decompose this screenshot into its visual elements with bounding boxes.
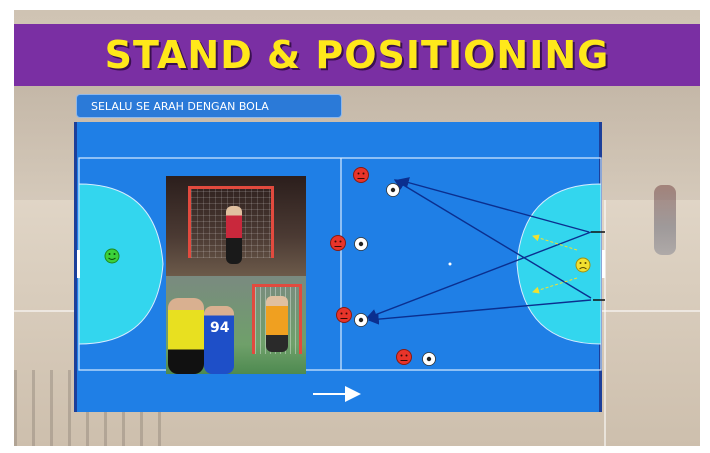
yellow-sad-face-icon <box>575 257 591 273</box>
court-diagram <box>77 157 605 402</box>
red-angry-face-icon <box>396 349 412 365</box>
soccer-ball-icon <box>386 183 400 197</box>
photo-goalkeeper <box>266 296 288 352</box>
pass-arrow <box>367 299 592 325</box>
futsal-court <box>74 122 605 412</box>
slide-title: STAND & POSITIONING <box>104 33 610 77</box>
keeper-move-arrow <box>532 234 578 251</box>
keeper-move-arrow <box>532 277 578 294</box>
pass-arrow <box>365 231 592 320</box>
slide-subtitle: SELALU SE ARAH DENGAN BOLA <box>91 99 269 113</box>
red-angry-face-icon <box>353 167 369 183</box>
pass-arrow <box>397 177 590 233</box>
background-floor-line <box>604 200 606 446</box>
right-goal <box>602 250 605 278</box>
background-player <box>654 185 676 255</box>
soccer-ball-icon <box>422 352 436 366</box>
green-smiley-icon <box>104 248 120 264</box>
subtitle-box: SELALU SE ARAH DENGAN BOLA <box>76 94 342 118</box>
photo-goalkeeper <box>226 206 242 264</box>
photo-goal-scene <box>166 176 306 276</box>
red-angry-face-icon <box>336 307 352 323</box>
goalkeeper-photo: 94 <box>166 176 306 374</box>
penalty-mark <box>448 262 452 266</box>
title-bar: STAND & POSITIONING <box>14 24 700 86</box>
photo-referee <box>168 298 204 374</box>
pass-arrow <box>393 179 592 299</box>
soccer-ball-icon <box>354 237 368 251</box>
red-angry-face-icon <box>330 235 346 251</box>
slide: STAND & POSITIONING SELALU SE ARAH DENGA… <box>14 10 700 446</box>
left-penalty-area <box>78 183 164 345</box>
soccer-ball-icon <box>354 313 368 327</box>
photo-player <box>204 306 234 374</box>
left-goal <box>77 250 80 278</box>
photo-jersey-number: 94 <box>210 320 230 336</box>
photo-match-scene: 94 <box>166 276 306 374</box>
right-penalty-area <box>516 183 602 345</box>
